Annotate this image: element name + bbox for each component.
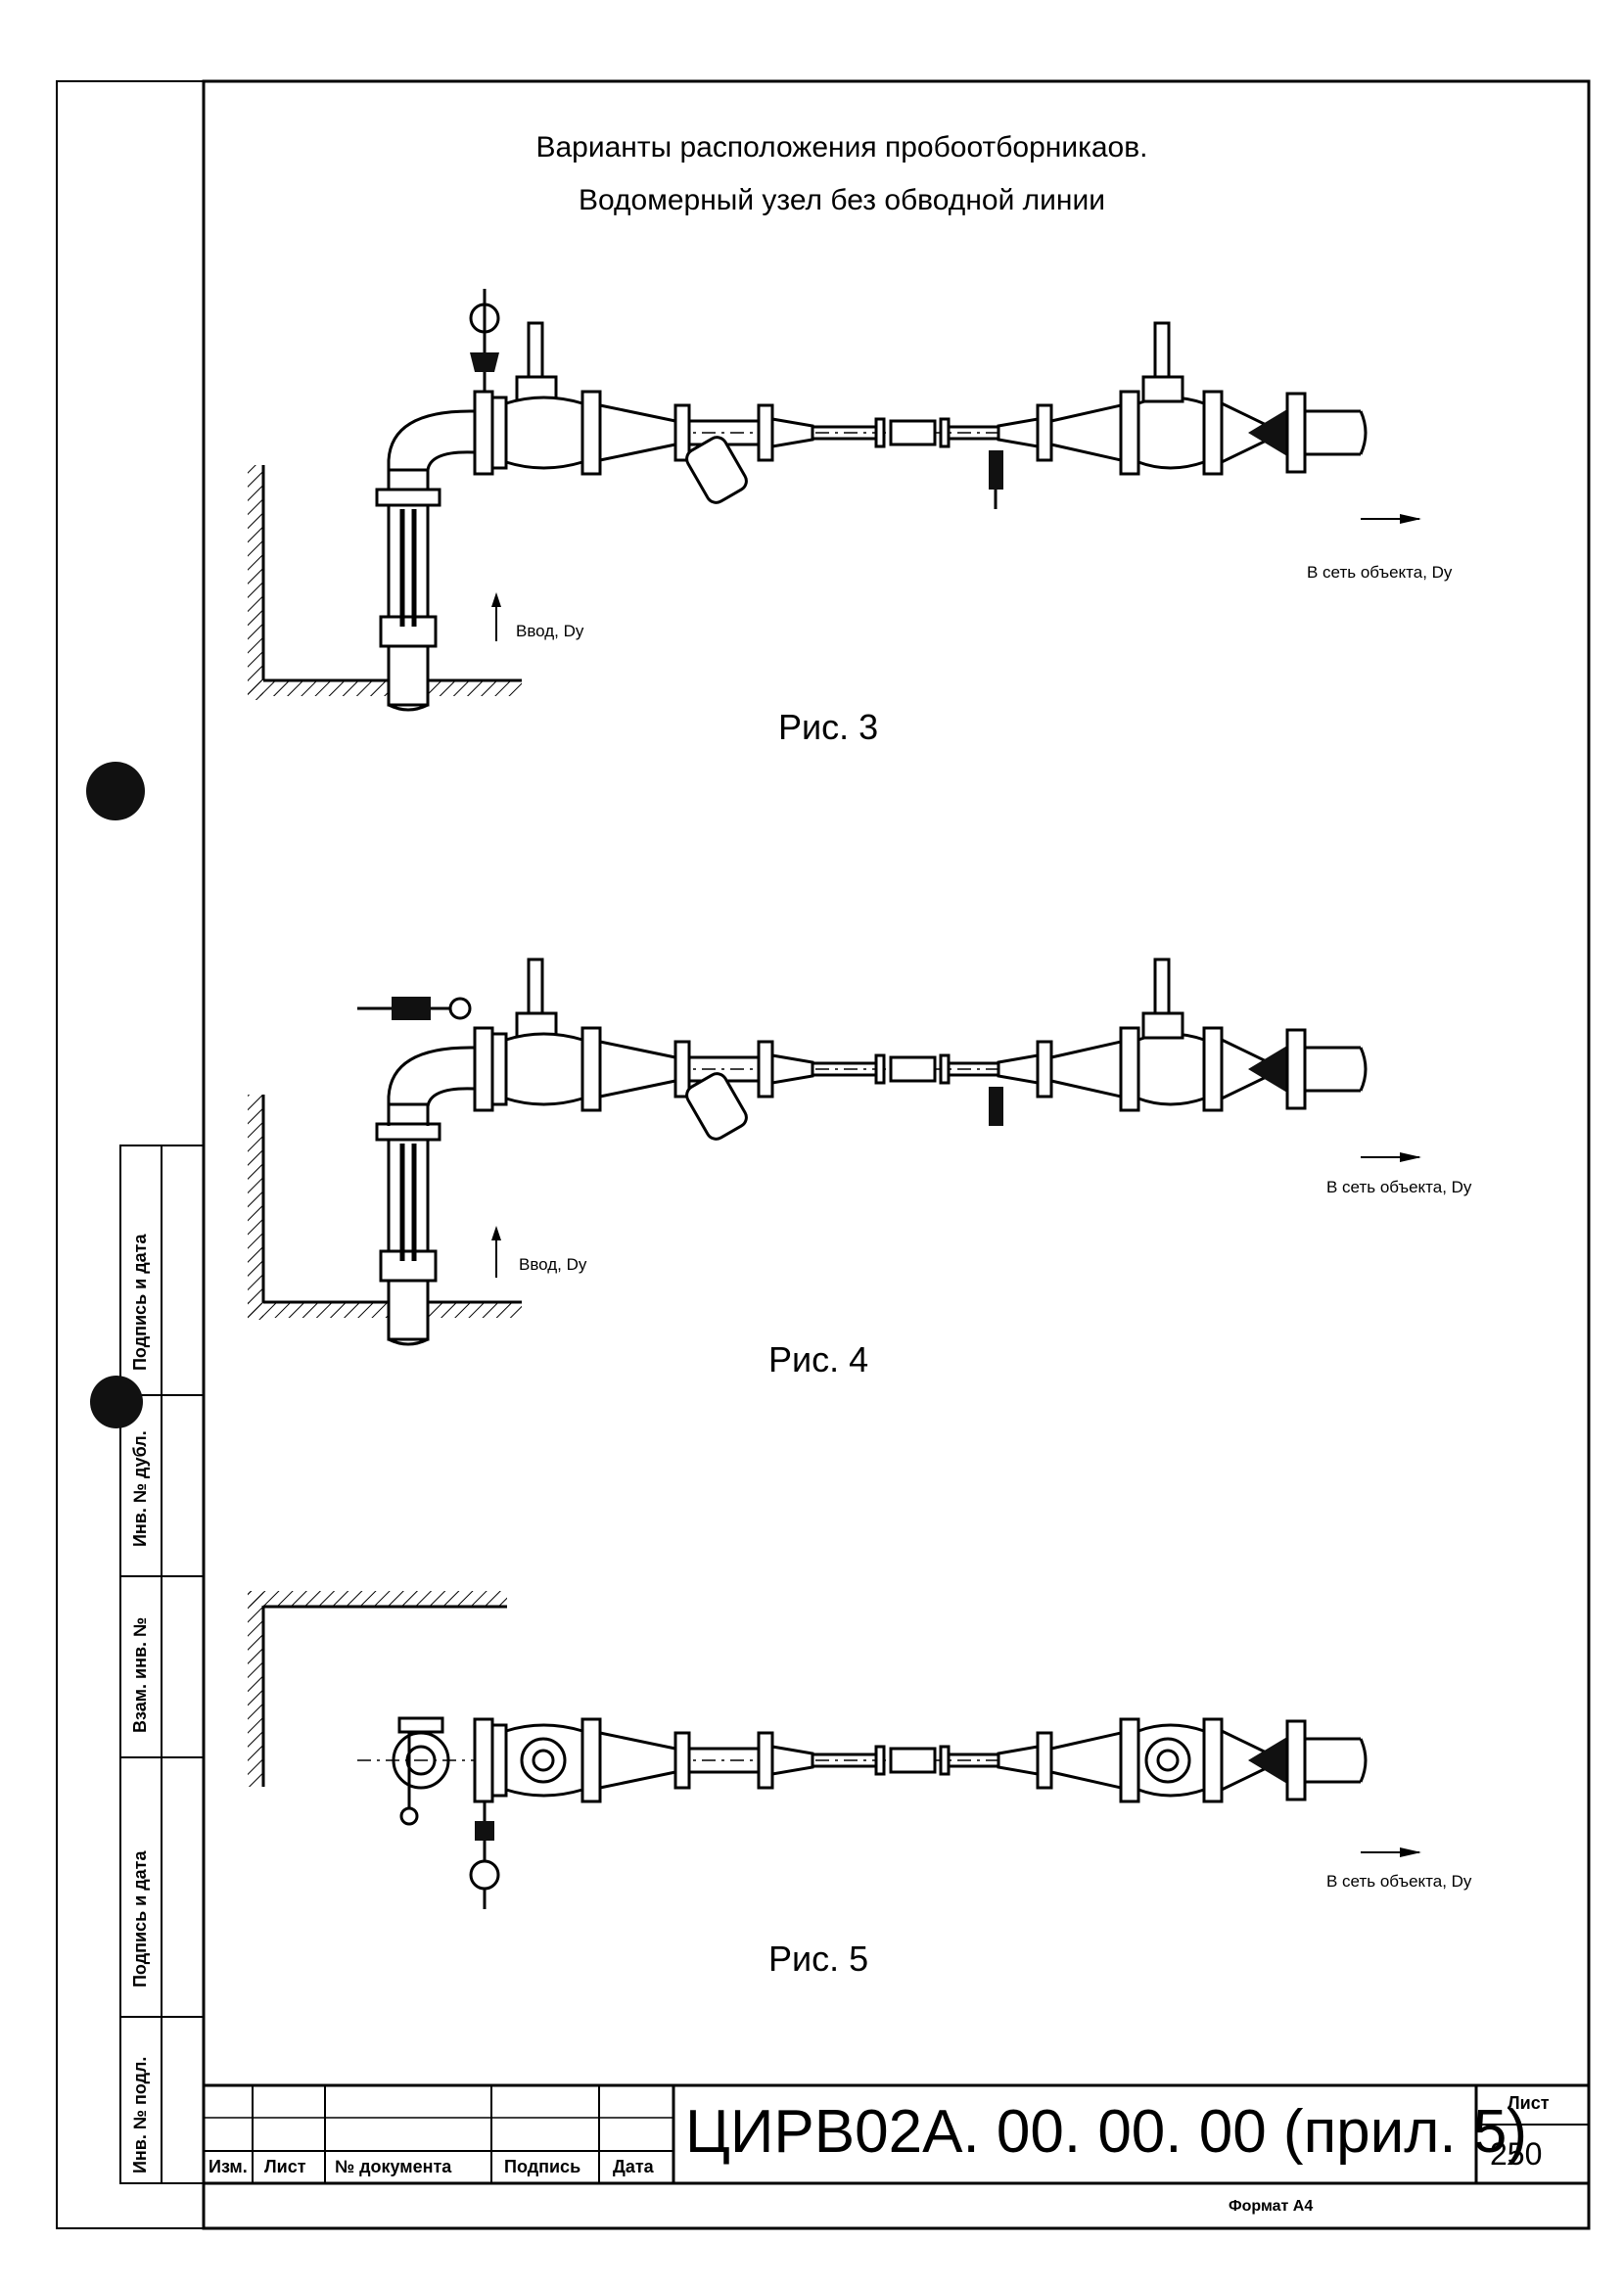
figure-3-drawing (248, 289, 1421, 710)
tb-col-sheet: Лист (264, 2157, 306, 2176)
title-line-1: Варианты расположения пробоотборникаов. (535, 131, 1148, 164)
title-block-grid (202, 2083, 1591, 2185)
punch-hole-bottom (90, 1376, 143, 1428)
figure-4-drawing (248, 958, 1421, 1344)
punch-hole-top (86, 762, 145, 820)
side-signature-date-1: Подпись и дата (130, 1234, 150, 1371)
fig4-inlet-label: Ввод, Dy (519, 1255, 587, 1274)
document-number: ЦИРВ02А. 00. 00. 00 (прил. 5) (685, 2098, 1528, 2166)
side-orig-inv: Инв. № подл. (130, 2056, 150, 2173)
figure-5-drawing (248, 1591, 1421, 1909)
format-label: Формат А4 (1229, 2198, 1314, 2215)
tb-col-sign: Подпись (504, 2157, 581, 2176)
side-signature-date-2: Подпись и дата (130, 1850, 150, 1987)
tb-sheet-label: Лист (1508, 2093, 1550, 2113)
fig3-caption: Рис. 3 (778, 707, 879, 747)
tb-col-date: Дата (613, 2157, 654, 2176)
fig3-inlet-label: Ввод, Dy (516, 622, 584, 640)
title-line-2: Водомерный узел без обводной линии (578, 184, 1106, 216)
tb-sheet-number: 250 (1490, 2136, 1543, 2172)
side-repl-inv: Взам. инв. № (130, 1616, 150, 1733)
fig4-outlet-label: В сеть объекта, Dy (1326, 1178, 1472, 1196)
fig4-caption: Рис. 4 (768, 1339, 869, 1379)
side-dup-inv: Инв. № дубл. (130, 1430, 150, 1547)
tb-col-doc: № документа (335, 2157, 452, 2176)
fig5-outlet-label: В сеть объекта, Dy (1326, 1872, 1472, 1891)
fig5-caption: Рис. 5 (768, 1939, 869, 1979)
tb-col-change: Изм. (209, 2157, 248, 2176)
fig3-outlet-label: В сеть объекта, Dy (1307, 563, 1453, 582)
